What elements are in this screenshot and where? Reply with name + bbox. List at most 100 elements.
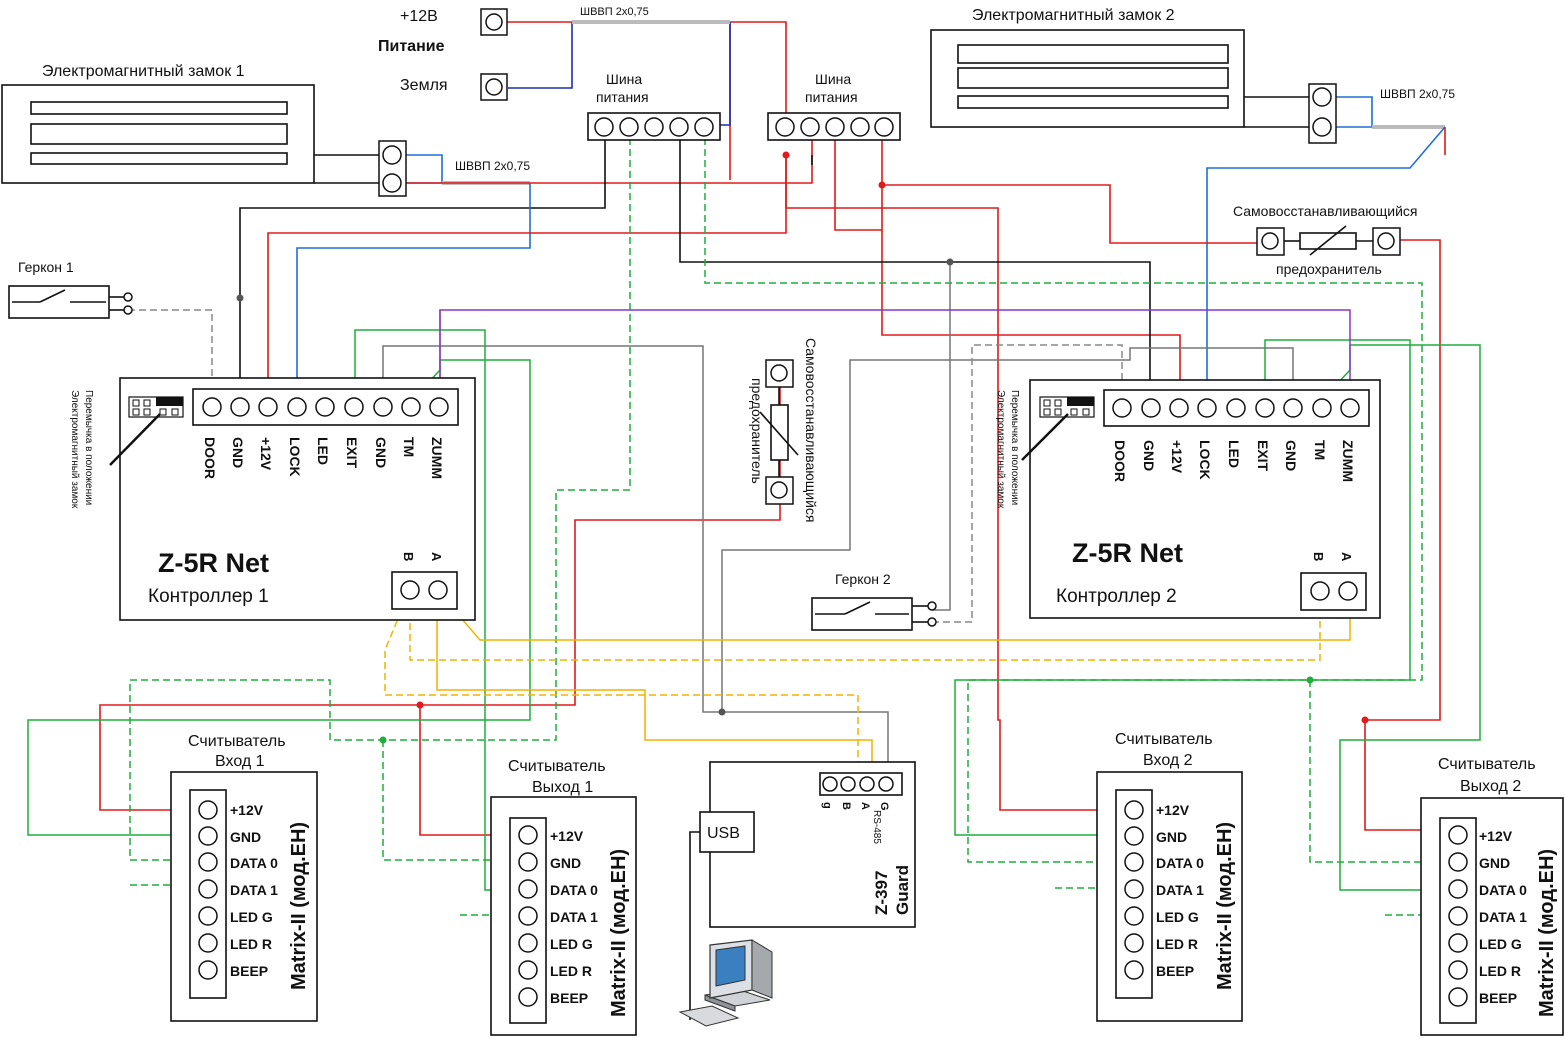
svg-text:LED R: LED R [230, 936, 272, 952]
svg-text:LED G: LED G [550, 936, 593, 952]
svg-text:g: g [821, 802, 833, 809]
reader-entry-2: Считыватель Вход 2 +12V GND DATA 0 DATA … [1096, 731, 1243, 1022]
cable-top-label: ШВВП 2х0,75 [580, 6, 649, 18]
svg-text:GND: GND [230, 437, 246, 468]
usb-label: USB [707, 825, 740, 842]
svg-text:Электромагнитный замок 2: Электромагнитный замок 2 [972, 7, 1175, 24]
jumper-block-1 [109, 396, 184, 466]
svg-text:Выход 1: Выход 1 [532, 779, 593, 796]
svg-text:GND: GND [230, 829, 261, 845]
svg-text:предохранитель: предохранитель [749, 378, 765, 484]
svg-text:DATA 0: DATA 0 [1479, 882, 1527, 898]
svg-text:+12V: +12V [230, 802, 264, 818]
svg-text:Вход 2: Вход 2 [1143, 752, 1193, 769]
svg-text:Z-397: Z-397 [872, 871, 891, 915]
svg-text:TM: TM [401, 437, 417, 457]
svg-text:Перемычка в положении: Перемычка в положении [83, 390, 94, 505]
power-title: Питание [378, 38, 445, 55]
controller-1: Перемычка в положении Электромагнитный з… [69, 377, 476, 621]
plus12-label: +12В [400, 8, 438, 25]
controller-2-model: Z-5R Net [1072, 538, 1183, 568]
svg-text:EXIT: EXIT [344, 437, 360, 469]
jumper-block-2 [1021, 396, 1095, 461]
svg-text:Шина: Шина [815, 71, 851, 87]
svg-text:Matrix-II (мод.EH): Matrix-II (мод.EH) [1214, 822, 1236, 990]
gerkon-1: Геркон 1 [8, 259, 133, 319]
svg-text:BEEP: BEEP [1479, 990, 1517, 1006]
svg-text:Вход 1: Вход 1 [215, 753, 265, 770]
svg-text:ZUMM: ZUMM [429, 437, 445, 479]
svg-text:Считыватель: Считыватель [1115, 731, 1213, 748]
svg-text:ШВВП 2х0,75: ШВВП 2х0,75 [455, 159, 530, 173]
svg-text:Считыватель: Считыватель [508, 758, 606, 775]
controller-1-model: Z-5R Net [158, 548, 269, 578]
svg-text:Самовосстанавливающийся: Самовосстанавливающийся [1233, 203, 1418, 219]
controller-2: Перемычка в положении Электромагнитный з… [995, 379, 1381, 619]
junction-dots [236, 151, 1369, 744]
jumper-note-1: Перемычка в положении Электромагнитный з… [69, 390, 94, 509]
fuse-right: Самовосстанавливающийся предохранитель [1233, 203, 1418, 277]
svg-text:TM: TM [1312, 440, 1328, 460]
svg-text:+12V: +12V [1156, 802, 1190, 818]
svg-text:Считыватель: Считыватель [188, 733, 286, 750]
computer-icon [678, 939, 773, 1027]
svg-text:GND: GND [373, 437, 389, 468]
svg-text:DATA 1: DATA 1 [230, 882, 278, 898]
svg-text:Считыватель: Считыватель [1438, 756, 1536, 773]
jumper-note-2: Перемычка в положении Электромагнитный з… [995, 390, 1020, 509]
reader-entry-1: Считыватель Вход 1 +12V GND DATA 0 DATA … [170, 733, 318, 1022]
svg-text:Выход 2: Выход 2 [1460, 778, 1521, 795]
svg-text:LED R: LED R [550, 963, 592, 979]
svg-text:A: A [859, 802, 871, 810]
power-bus-1: Шина питания [587, 71, 721, 141]
svg-text:BEEP: BEEP [550, 990, 588, 1006]
svg-text:B: B [1311, 552, 1326, 561]
svg-text:Matrix-II (мод.EH): Matrix-II (мод.EH) [608, 849, 630, 1017]
svg-text:LOCK: LOCK [287, 437, 303, 477]
electromagnetic-lock-2: Электромагнитный замок 2 ШВВП 2х0,75 [930, 7, 1455, 144]
svg-text:G: G [878, 802, 890, 811]
svg-text:GND: GND [550, 855, 581, 871]
svg-text:DATA 1: DATA 1 [1479, 909, 1527, 925]
gerkon-2: Геркон 2 [811, 571, 937, 631]
power-input: +12В Питание Земля ШВВП 2х0,75 [378, 6, 649, 101]
svg-text:GND: GND [1156, 829, 1187, 845]
svg-text:Самовосстанавливающийся: Самовосстанавливающийся [803, 338, 819, 523]
svg-text:DOOR: DOOR [1112, 440, 1128, 482]
controller-2-name: Контроллер 2 [1056, 586, 1177, 607]
fuse-center: Самовосстанавливающийся предохранитель [749, 338, 819, 523]
svg-text:DATA 1: DATA 1 [1156, 882, 1204, 898]
svg-text:RS-485: RS-485 [871, 810, 882, 844]
svg-text:Геркон 1: Геркон 1 [18, 259, 74, 275]
svg-text:LED G: LED G [1479, 936, 1522, 952]
svg-text:DOOR: DOOR [202, 437, 218, 479]
svg-text:ZUMM: ZUMM [1340, 440, 1356, 482]
svg-text:A: A [429, 552, 444, 562]
svg-text:+12V: +12V [1169, 440, 1185, 474]
svg-text:Matrix-II (мод.EH): Matrix-II (мод.EH) [1536, 849, 1558, 1017]
svg-text:ШВВП 2х0,75: ШВВП 2х0,75 [1380, 87, 1455, 101]
svg-text:LED: LED [315, 437, 331, 465]
svg-text:DATA 0: DATA 0 [550, 882, 598, 898]
svg-text:LED: LED [1226, 440, 1242, 468]
svg-text:+12V: +12V [550, 828, 584, 844]
reader-exit-1: Считыватель Выход 1 +12V GND DATA 0 DATA… [490, 758, 637, 1036]
svg-text:Электромагнитный замок: Электромагнитный замок [995, 390, 1006, 509]
svg-text:BEEP: BEEP [1156, 963, 1194, 979]
svg-text:DATA 0: DATA 0 [230, 855, 278, 871]
svg-text:питания: питания [596, 89, 649, 105]
svg-text:LED G: LED G [230, 909, 273, 925]
svg-text:Электромагнитный замок 1: Электромагнитный замок 1 [42, 63, 245, 80]
reader-exit-2: Считыватель Выход 2 +12V GND DATA 0 DATA… [1420, 756, 1564, 1036]
svg-text:B: B [840, 802, 852, 810]
power-bus-2: Шина питания [767, 71, 901, 141]
svg-text:DATA 1: DATA 1 [550, 909, 598, 925]
svg-text:B: B [401, 552, 416, 561]
svg-text:LED G: LED G [1156, 909, 1199, 925]
svg-text:LED R: LED R [1479, 963, 1521, 979]
electromagnetic-lock-1: Электромагнитный замок 1 ШВВП 2х0,75 [1, 63, 530, 197]
svg-text:Шина: Шина [606, 71, 642, 87]
svg-text:DATA 0: DATA 0 [1156, 855, 1204, 871]
svg-text:Перемычка в положении: Перемычка в положении [1009, 390, 1020, 505]
